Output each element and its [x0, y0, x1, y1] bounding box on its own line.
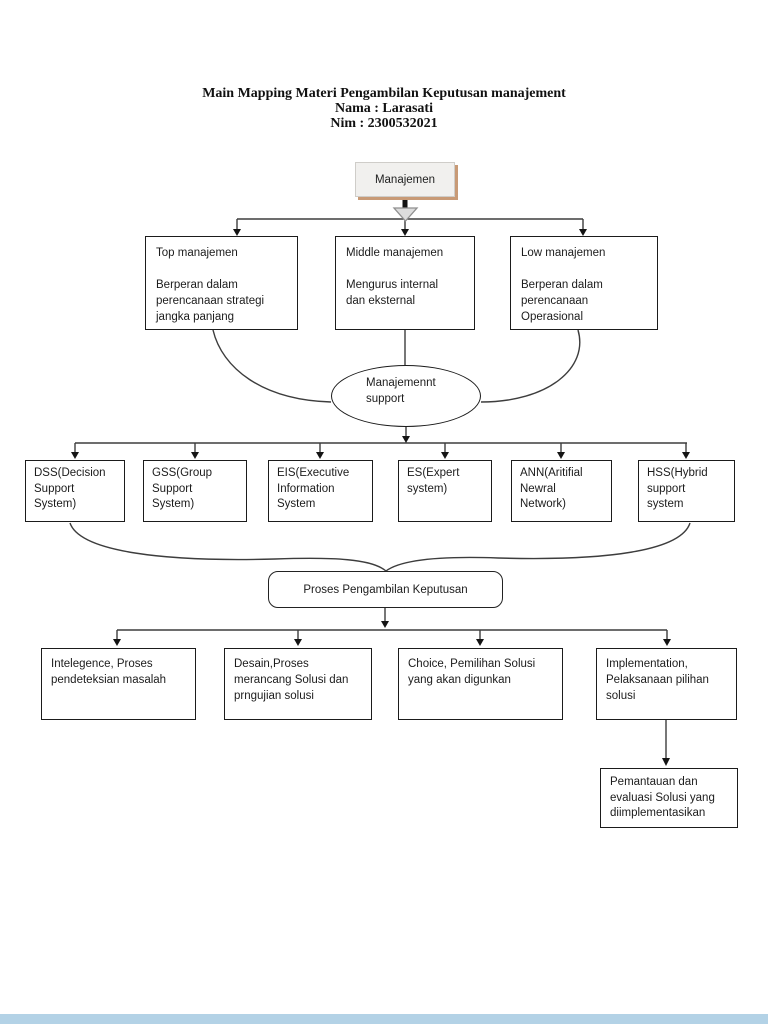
node-desc: Mengurus internal dan eksternal	[346, 279, 439, 307]
bottom-accent-bar	[0, 1014, 768, 1024]
node-ann: ANN(Aritifial Newral Network)	[511, 460, 612, 522]
node-eis: EIS(Executive Information System	[268, 460, 373, 522]
node-choice: Choice, Pemilihan Solusi yang akan digun…	[398, 648, 563, 720]
node-es: ES(Expert system)	[398, 460, 492, 522]
connector-lines	[69, 218, 691, 758]
node-manajemen-support: Manajemennt support	[331, 365, 481, 427]
node-low-manajemen: Low manajemen Berperan dalam perencanaan…	[510, 236, 658, 330]
title-line: Main Mapping Materi Pengambilan Keputusa…	[202, 86, 566, 101]
page-title: Main Mapping Materi Pengambilan Keputusa…	[0, 86, 768, 131]
node-hss: HSS(Hybrid support system	[638, 460, 735, 522]
node-desain: Desain,Proses merancang Solusi dan prngu…	[224, 648, 372, 720]
node-title: Top manajemen	[156, 247, 238, 259]
node-intelegence: Intelegence, Proses pendeteksian masalah	[41, 648, 196, 720]
process-label: Proses Pengambilan Keputusan	[303, 583, 468, 596]
node-dss: DSS(Decision Support System)	[25, 460, 125, 522]
node-desc: Berperan dalam perencanaan strategi jang…	[156, 279, 265, 323]
node-implementation: Implementation, Pelaksanaan pilihan solu…	[596, 648, 737, 720]
node-top-manajemen: Top manajemen Berperan dalam perencanaan…	[145, 236, 298, 330]
node-pemantauan: Pemantauan dan evaluasi Solusi yang diim…	[600, 768, 738, 828]
node-desc: Berperan dalam perencanaan Operasional	[521, 279, 603, 323]
node-gss: GSS(Group Support System)	[143, 460, 247, 522]
node-title: Middle manajemen	[346, 247, 444, 259]
node-middle-manajemen: Middle manajemen Mengurus internal dan e…	[335, 236, 475, 330]
node-title: Low manajemen	[521, 247, 606, 259]
name-line: Nama : Larasati	[335, 101, 433, 116]
node-manajemen-label: Manajemen	[374, 173, 436, 186]
arrowheads	[71, 229, 690, 766]
node-proses-pengambilan-keputusan: Proses Pengambilan Keputusan	[268, 571, 503, 608]
nim-line: Nim : 2300532021	[330, 116, 438, 131]
big-down-arrow-icon	[392, 197, 419, 222]
node-manajemen: Manajemen	[355, 162, 455, 197]
